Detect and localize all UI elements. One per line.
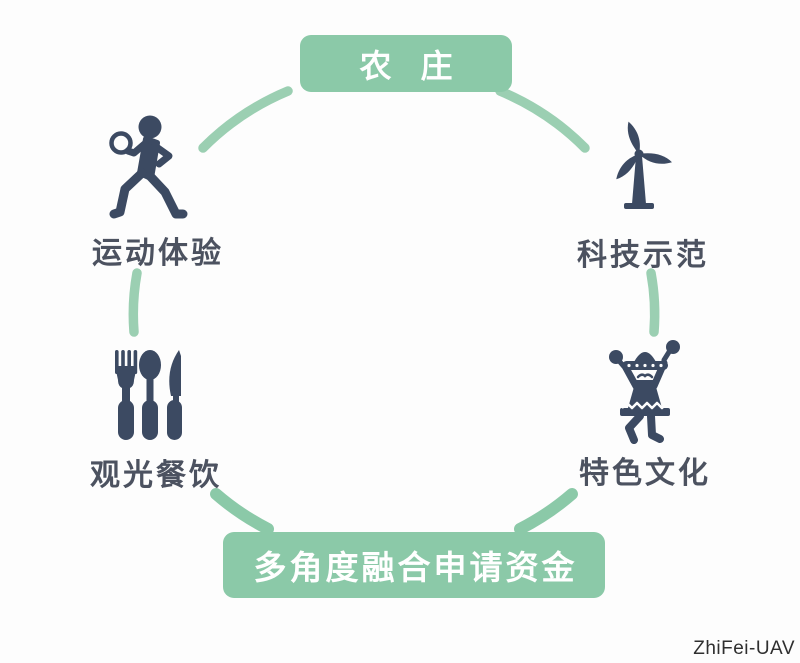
ring-arc-left bbox=[128, 268, 142, 337]
node-label-sports: 运动体验 bbox=[92, 237, 224, 270]
node-label-dining: 观光餐饮 bbox=[90, 459, 222, 492]
ring-arc-right bbox=[646, 268, 660, 337]
node-special-culture: 特色文化 bbox=[572, 338, 718, 492]
node-sports-experience: 运动体验 bbox=[85, 115, 231, 272]
banner-box-funding: 多角度融合申请资金 bbox=[223, 532, 605, 598]
node-technology-demo: 科技示范 bbox=[570, 118, 716, 274]
dancer-icon bbox=[609, 340, 680, 444]
hub-label: 农 庄 bbox=[359, 47, 463, 84]
ring-arc-bottom-left bbox=[210, 488, 274, 535]
ring-arc-top-right bbox=[495, 86, 590, 153]
ring-arc-top-left bbox=[198, 86, 293, 153]
ring-arc-bottom-right bbox=[514, 488, 578, 535]
cutlery-icon bbox=[115, 350, 182, 440]
node-label-tech: 科技示范 bbox=[577, 239, 709, 272]
tennis-player-icon bbox=[109, 115, 188, 219]
hub-box-farm: 农 庄 bbox=[300, 35, 512, 92]
watermark: ZhiFei-UAV bbox=[693, 638, 795, 659]
banner-label: 多角度融合申请资金 bbox=[253, 549, 578, 586]
node-label-culture: 特色文化 bbox=[579, 457, 711, 490]
wind-turbine-icon bbox=[616, 121, 672, 209]
node-sightseeing-dining: 观光餐饮 bbox=[83, 350, 229, 494]
